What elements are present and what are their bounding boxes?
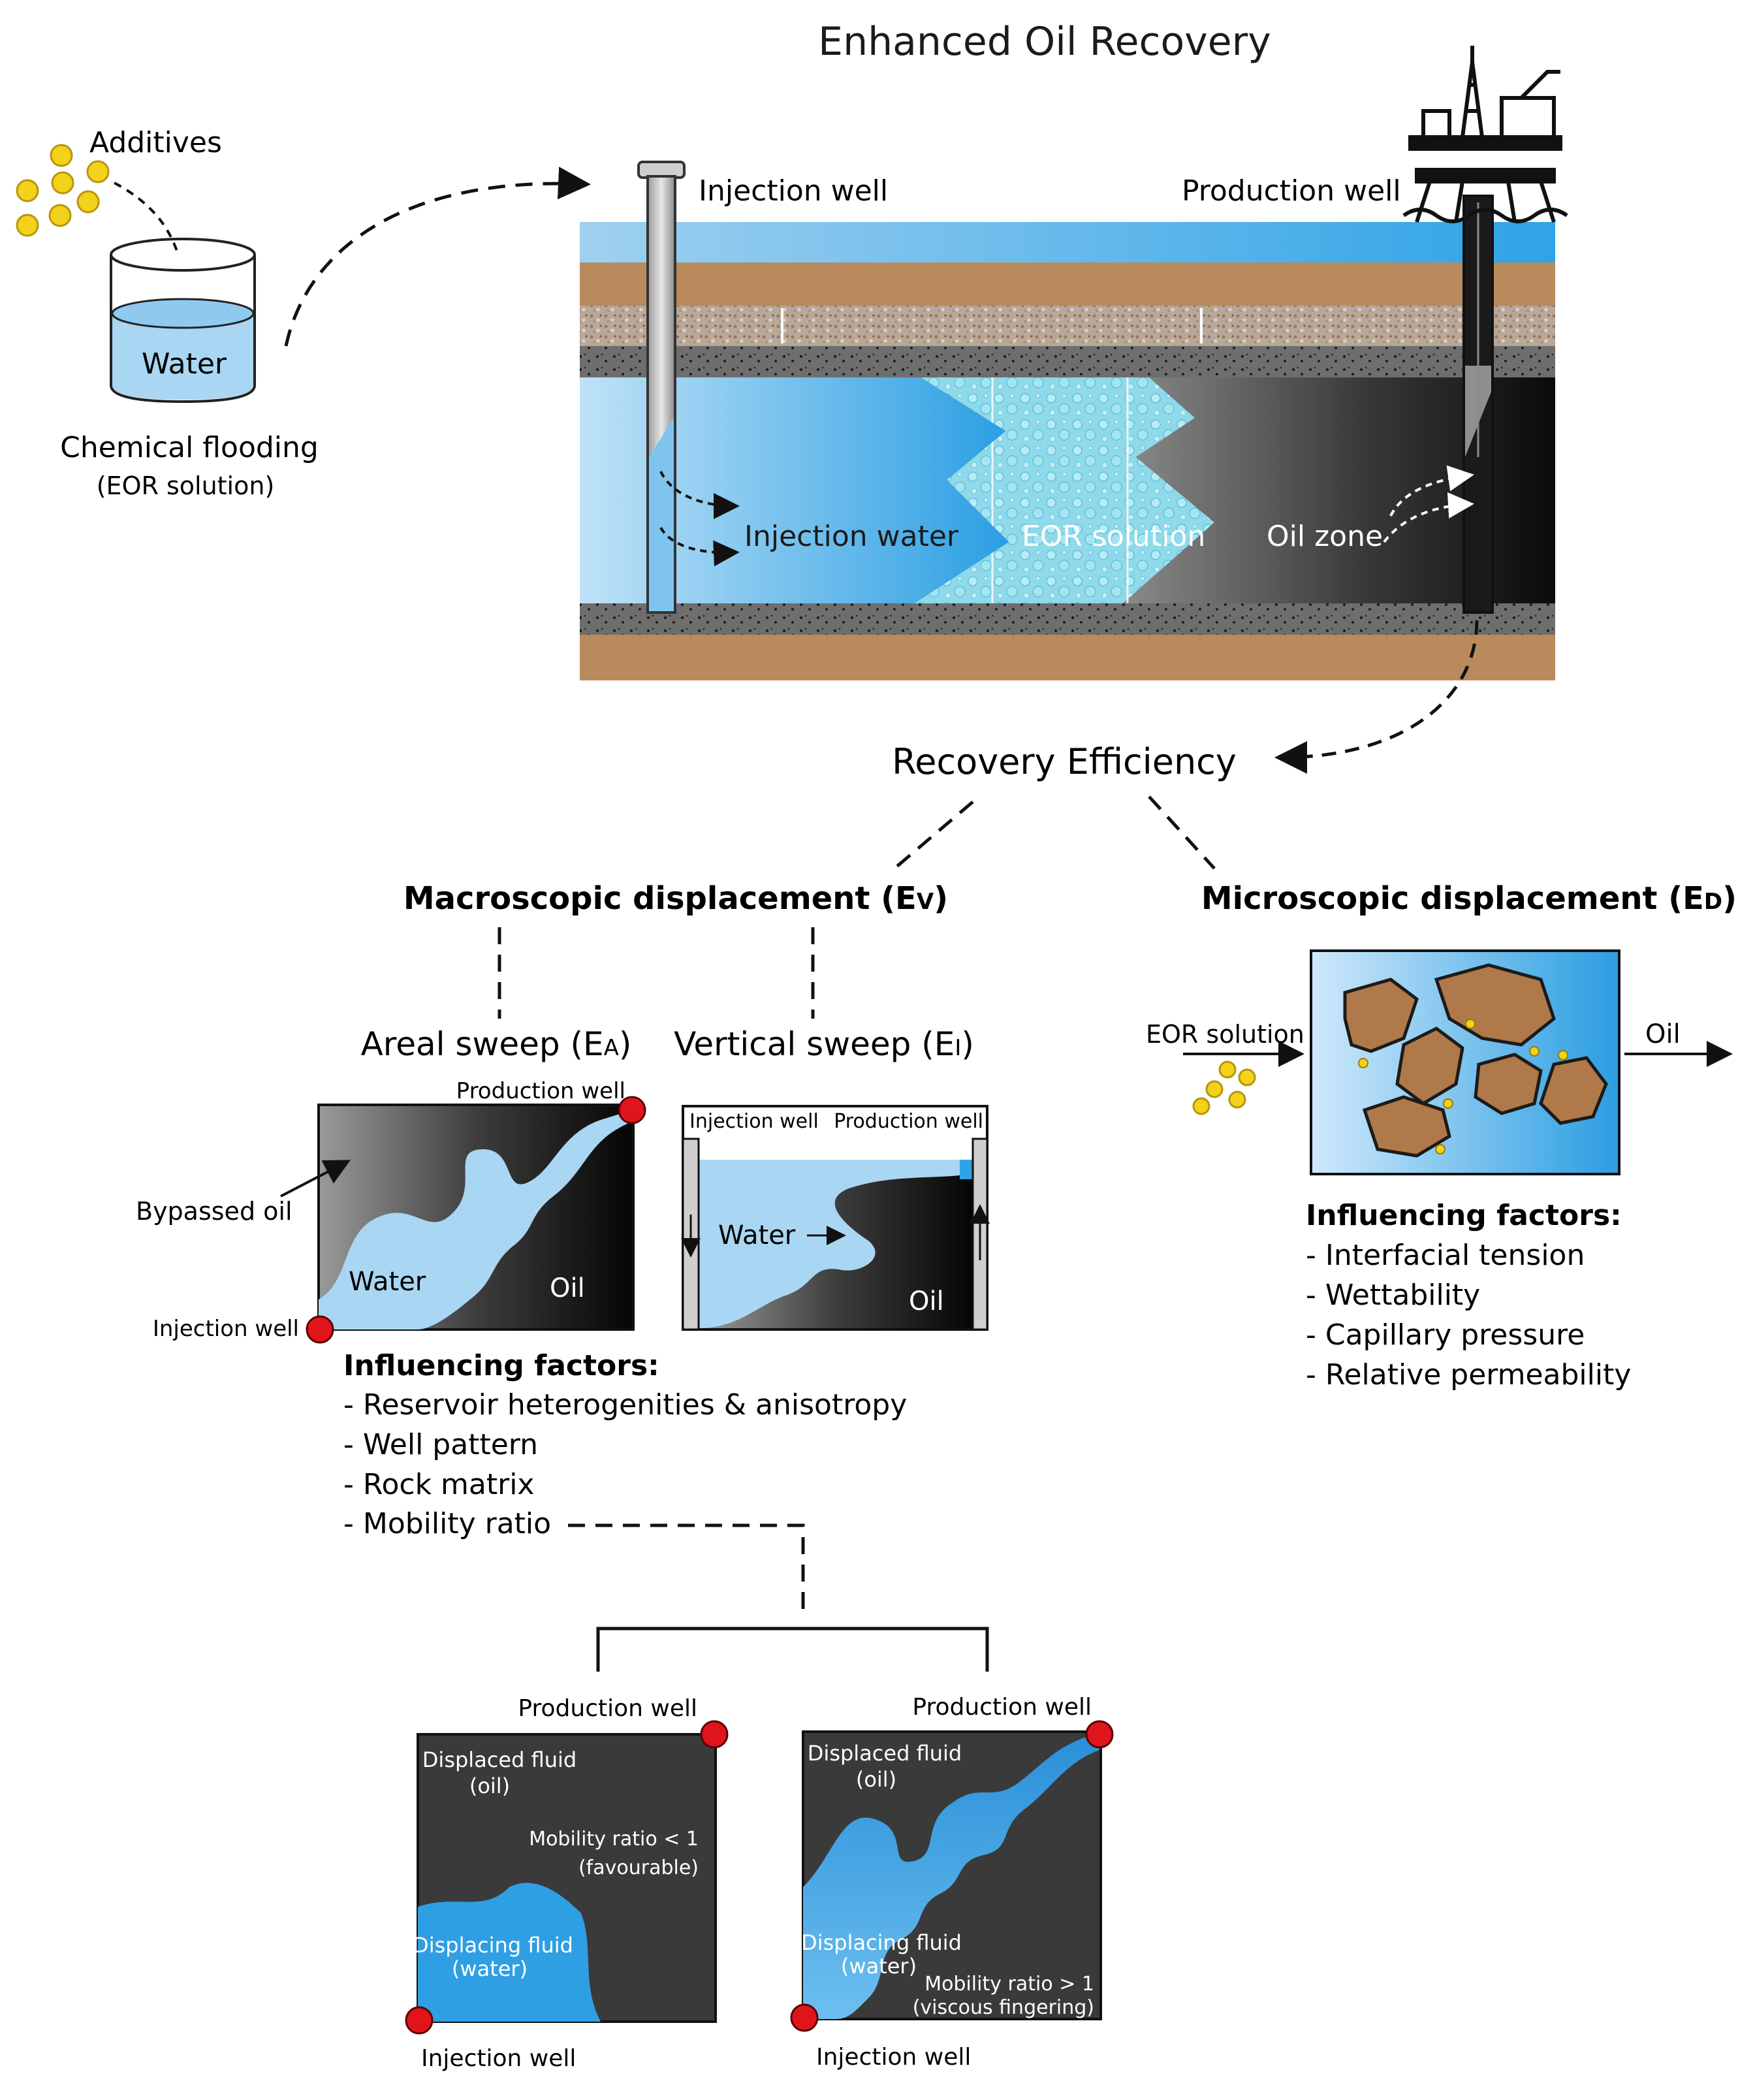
macro-factors: Influencing factors: - Reservoir heterog… xyxy=(343,1349,907,1540)
areal-sweep-panel: Production well Injection well Bypassed … xyxy=(136,1078,646,1344)
favourable-displacing-sub: (water) xyxy=(452,1956,528,1981)
micro-factor-item: - Capillary pressure xyxy=(1306,1318,1585,1352)
fingering-displacing-label: Displacing fluid xyxy=(801,1930,962,1955)
oil-rig-icon xyxy=(1402,46,1568,223)
macro-factor-item: - Rock matrix xyxy=(343,1468,534,1501)
vertical-water-label: Water xyxy=(718,1220,796,1250)
injection-well-label: Injection well xyxy=(699,174,888,208)
eor-solution-zone xyxy=(914,377,1214,603)
fingering-displaced-label: Displaced fluid xyxy=(808,1741,962,1766)
fingering-production-well-label: Production well xyxy=(912,1694,1092,1721)
eor-solution-paren-label: (EOR solution) xyxy=(97,471,275,500)
micro-factor-item: - Interfacial tension xyxy=(1306,1239,1585,1272)
micro-factor-item: - Relative permeability xyxy=(1306,1358,1631,1392)
fingering-ratio-sub: (viscous fingering) xyxy=(913,1996,1094,2019)
fingering-displaced-sub: (oil) xyxy=(856,1767,896,1792)
chemical-flooding-label: Chemical flooding xyxy=(60,431,319,464)
vertical-injection-well-label: Injection well xyxy=(689,1110,819,1133)
micro-oil-label: Oil xyxy=(1645,1019,1681,1049)
vertical-sweep-title: Vertical sweep (EI) xyxy=(674,1025,974,1063)
recovery-efficiency-label: Recovery Efficiency xyxy=(892,741,1237,782)
macro-factor-item: - Well pattern xyxy=(343,1428,538,1461)
favourable-injection-well-marker xyxy=(405,2006,434,2035)
favourable-displacing-label: Displacing fluid xyxy=(413,1933,573,1958)
favourable-production-well-marker xyxy=(700,1720,729,1749)
fingering-ratio-label: Mobility ratio > 1 xyxy=(924,1973,1094,1996)
favourable-ratio-sub: (favourable) xyxy=(578,1856,699,1879)
vertical-oil-label: Oil xyxy=(909,1286,944,1316)
production-well-label: Production well xyxy=(1182,174,1401,208)
areal-oil-label: Oil xyxy=(550,1273,585,1303)
additive-particles xyxy=(16,144,110,237)
additive-drop-arrow xyxy=(114,182,199,325)
micro-factors: Influencing factors: - Interfacial tensi… xyxy=(1306,1199,1631,1392)
water-label: Water xyxy=(142,347,227,381)
reservoir-section: Injection well Injection water EOR solut… xyxy=(580,46,1568,774)
favourable-displaced-sub: (oil) xyxy=(469,1774,510,1798)
favourable-displaced-label: Displaced fluid xyxy=(422,1747,577,1772)
areal-production-well-marker xyxy=(618,1096,646,1124)
macro-factors-title: Influencing factors: xyxy=(343,1349,659,1382)
mobility-fingering-panel: Production well Injection well Displaced… xyxy=(790,1694,1114,2071)
main-title: Enhanced Oil Recovery xyxy=(818,19,1271,65)
micro-title: Microscopic displacement (ED) xyxy=(1201,880,1737,917)
additives-group: Additives Water Chemical flooding (EOR s… xyxy=(16,126,591,500)
additives-label: Additives xyxy=(89,126,222,159)
oil-zone-label: Oil zone xyxy=(1267,520,1383,553)
areal-sweep-title: Areal sweep (EA) xyxy=(361,1025,632,1063)
fingering-displacing-sub: (water) xyxy=(841,1954,917,1979)
flood-arrow xyxy=(284,167,591,347)
fingering-injection-well-label: Injection well xyxy=(816,2044,971,2071)
favourable-production-well-label: Production well xyxy=(518,1695,697,1722)
areal-injection-well-marker xyxy=(306,1315,334,1344)
micro-factors-title: Influencing factors: xyxy=(1306,1199,1622,1232)
fingering-production-well-marker xyxy=(1085,1720,1114,1749)
mobility-favourable-panel: Production well Injection well Displaced… xyxy=(405,1695,729,2072)
fingering-injection-well-marker xyxy=(790,2003,819,2032)
vertical-production-well-label: Production well xyxy=(834,1110,983,1133)
favourable-injection-well-label: Injection well xyxy=(421,2045,576,2072)
microscopic-panel: EOR solution Oil xyxy=(1146,949,1733,1175)
macro-factor-item: - Reservoir heterogenities & anisotropy xyxy=(343,1388,907,1422)
recovery-arrow xyxy=(1274,620,1479,774)
eor-solution-label: EOR solution xyxy=(1022,520,1205,553)
injection-water-zone xyxy=(580,377,1009,603)
favourable-ratio-label: Mobility ratio < 1 xyxy=(529,1828,699,1851)
micro-factor-item: - Wettability xyxy=(1306,1279,1480,1312)
areal-production-well-label: Production well xyxy=(456,1078,625,1104)
micro-eor-solution-label: EOR solution xyxy=(1146,1020,1304,1049)
areal-injection-well-label: Injection well xyxy=(153,1316,299,1342)
macro-factor-item: - Mobility ratio xyxy=(343,1507,551,1540)
areal-water-label: Water xyxy=(349,1267,426,1297)
macro-title: Macroscopic displacement (EV) xyxy=(403,880,948,917)
bypassed-oil-label: Bypassed oil xyxy=(136,1197,292,1226)
vertical-sweep-panel: Injection well Production well Water Oil xyxy=(681,1105,990,1331)
injection-water-label: Injection water xyxy=(744,520,959,553)
beaker: Water xyxy=(110,238,256,404)
production-well-pipe xyxy=(1462,195,1494,614)
